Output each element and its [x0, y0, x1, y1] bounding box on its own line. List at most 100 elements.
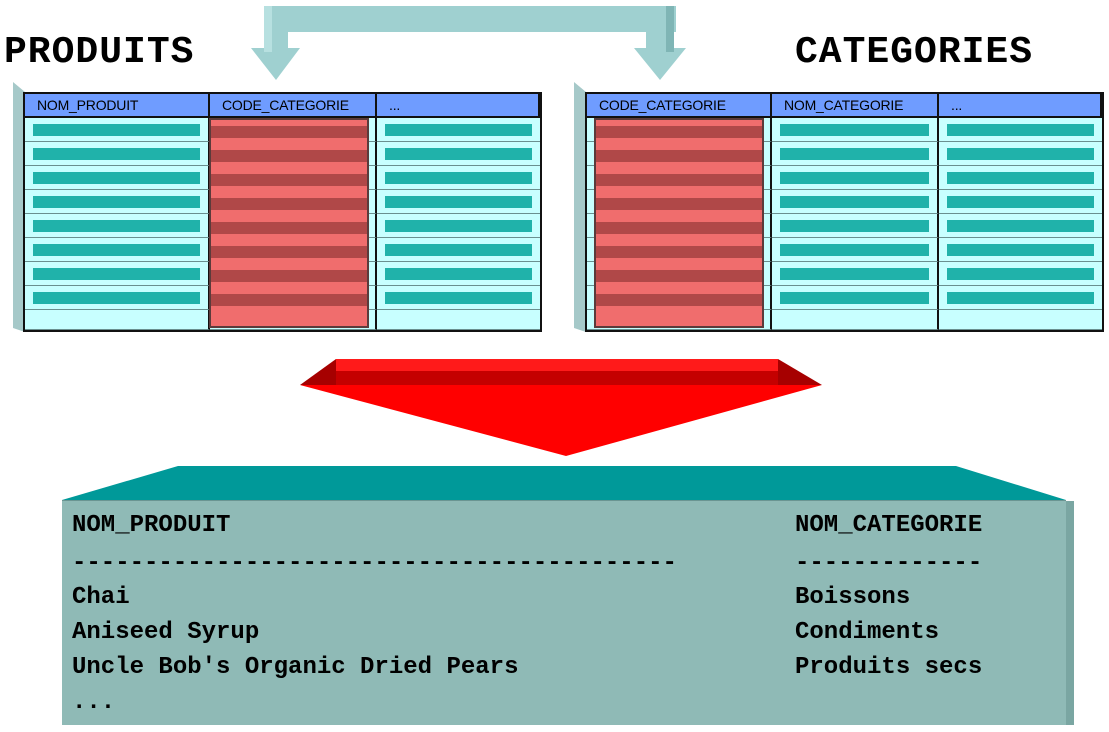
table-cell — [25, 286, 210, 310]
table-cell — [939, 286, 1102, 310]
result-category-name: Condiments — [795, 619, 940, 646]
result-row: Uncle Bob's Organic Dried Pears Produits… — [62, 653, 1066, 683]
cell-bar — [780, 148, 929, 160]
table-cell — [377, 262, 540, 286]
cell-bar — [385, 196, 532, 208]
table-cell — [25, 166, 210, 190]
table-cell — [772, 142, 939, 166]
table-cell — [772, 214, 939, 238]
join-stripe — [596, 150, 762, 162]
table-cell — [25, 310, 210, 330]
join-stripe — [596, 222, 762, 234]
table-cell — [772, 238, 939, 262]
categories-table-side — [574, 82, 586, 332]
join-stripe — [211, 294, 367, 306]
table-cell — [939, 166, 1102, 190]
table-cell — [25, 190, 210, 214]
join-stripe — [211, 198, 367, 210]
result-separator-right: ------------- — [795, 550, 983, 577]
cell-bar — [33, 124, 200, 136]
cell-bar — [947, 196, 1094, 208]
table-cell — [377, 238, 540, 262]
table-cell — [377, 214, 540, 238]
cell-bar — [385, 244, 532, 256]
result-category-name: Boissons — [795, 584, 911, 611]
table-cell — [377, 286, 540, 310]
cell-bar — [33, 172, 200, 184]
table-cell — [25, 214, 210, 238]
result-separator-left: ----------------------------------------… — [72, 550, 677, 577]
categories-header-more: ... — [939, 94, 1102, 118]
categories-header-code-categorie: CODE_CATEGORIE — [587, 94, 772, 118]
table-cell — [377, 310, 540, 330]
table-cell — [939, 262, 1102, 286]
cell-bar — [33, 220, 200, 232]
cell-bar — [780, 268, 929, 280]
cell-bar — [385, 268, 532, 280]
cell-bar — [33, 292, 200, 304]
categories-header-nom-categorie: NOM_CATEGORIE — [772, 94, 939, 118]
result-header-nom-categorie: NOM_CATEGORIE — [795, 512, 983, 539]
categories-table-title: CATEGORIES — [795, 31, 1034, 74]
cell-bar — [385, 292, 532, 304]
query-result-panel: NOM_PRODUIT NOM_CATEGORIE --------------… — [62, 500, 1074, 725]
categories-join-column-highlight — [594, 118, 764, 328]
cell-bar — [33, 268, 200, 280]
cell-bar — [33, 196, 200, 208]
result-row: Aniseed Syrup Condiments — [62, 618, 1066, 648]
join-stripe — [596, 294, 762, 306]
products-join-column-highlight — [209, 118, 369, 328]
table-cell — [25, 262, 210, 286]
cell-bar — [780, 220, 929, 232]
table-cell — [939, 190, 1102, 214]
table-cell — [377, 166, 540, 190]
cell-bar — [385, 148, 532, 160]
join-stripe — [211, 270, 367, 282]
result-product-name: Aniseed Syrup — [72, 619, 260, 646]
join-stripe — [211, 126, 367, 138]
table-cell — [772, 286, 939, 310]
cell-bar — [947, 124, 1094, 136]
cell-bar — [385, 124, 532, 136]
join-stripe — [211, 150, 367, 162]
table-cell — [25, 142, 210, 166]
table-cell — [939, 310, 1102, 330]
cell-bar — [947, 268, 1094, 280]
table-cell — [939, 214, 1102, 238]
table-cell — [772, 118, 939, 142]
result-arrow — [300, 359, 822, 456]
table-cell — [377, 142, 540, 166]
cell-bar — [947, 172, 1094, 184]
cell-bar — [33, 148, 200, 160]
join-stripe — [596, 270, 762, 282]
join-stripe — [211, 222, 367, 234]
cell-bar — [780, 172, 929, 184]
join-stripe — [596, 246, 762, 258]
result-panel-top — [62, 466, 1066, 500]
result-row: Chai Boissons — [62, 583, 1066, 613]
table-cell — [939, 118, 1102, 142]
products-header-more: ... — [377, 94, 540, 118]
join-stripe — [596, 198, 762, 210]
table-cell — [25, 118, 210, 142]
cell-bar — [780, 124, 929, 136]
cell-bar — [780, 292, 929, 304]
result-category-name: Produits secs — [795, 654, 983, 681]
table-cell — [377, 118, 540, 142]
table-cell — [772, 166, 939, 190]
table-cell — [772, 310, 939, 330]
cell-bar — [33, 244, 200, 256]
products-header-code-categorie: CODE_CATEGORIE — [210, 94, 377, 118]
cell-bar — [947, 244, 1094, 256]
table-cell — [377, 190, 540, 214]
products-table-title: PRODUITS — [4, 31, 195, 74]
join-connector-arrow — [251, 6, 686, 80]
result-product-name: Chai — [72, 584, 130, 611]
join-stripe — [596, 174, 762, 186]
table-cell — [25, 238, 210, 262]
result-row: ... — [62, 688, 1066, 718]
join-stripe — [596, 126, 762, 138]
cell-bar — [947, 148, 1094, 160]
join-stripe — [211, 174, 367, 186]
